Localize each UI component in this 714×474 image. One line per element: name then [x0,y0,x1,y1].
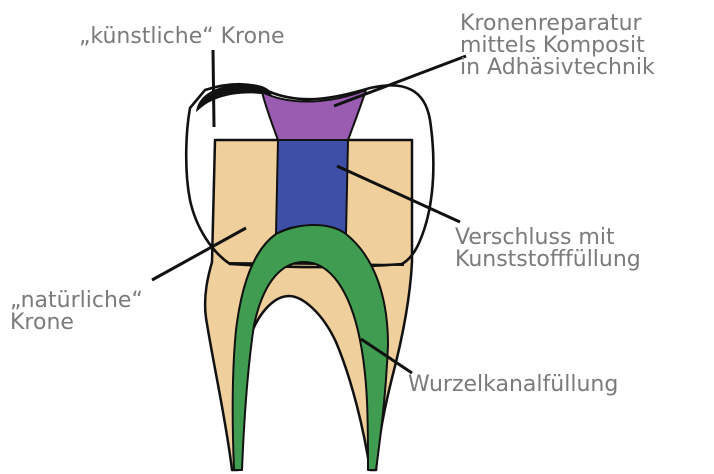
plastic-filling [276,140,348,234]
leader-line-kuenstliche-krone [213,50,214,127]
composite-repair [262,90,366,140]
label-kuenstliche-krone: „künstliche“ Krone [79,26,285,48]
label-kronenreparatur: Kronenreparatur mittels Komposit in Adhä… [460,13,655,79]
label-verschluss: Verschluss mit Kunststofffüllung [455,227,641,271]
label-natuerliche-krone: „natürliche“ Krone [10,290,143,334]
label-wurzelkanal: Wurzelkanalfüllung [408,374,618,396]
